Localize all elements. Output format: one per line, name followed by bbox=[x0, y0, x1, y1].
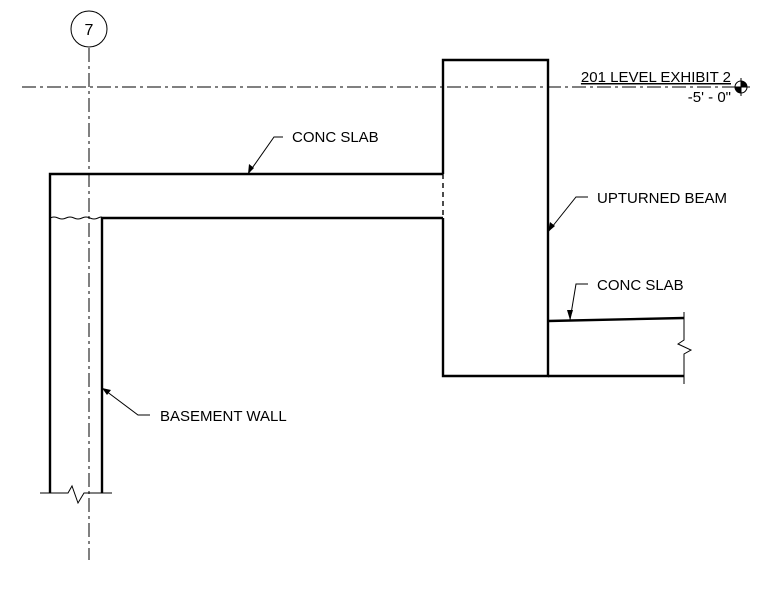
lower-slab bbox=[547, 312, 693, 384]
level-line: 201 LEVEL EXHIBIT 2 -5' - 0" bbox=[22, 69, 750, 106]
grid-bubble bbox=[70, 10, 108, 48]
label-upturned-beam: UPTURNED BEAM bbox=[597, 190, 727, 207]
break-line-slab bbox=[676, 312, 693, 384]
grid-bubble-label: 7 bbox=[85, 22, 94, 39]
label-conc-slab-lower: CONC SLAB bbox=[597, 277, 684, 294]
leader-conc-slab-lower bbox=[567, 283, 588, 321]
level-name: 201 LEVEL EXHIBIT 2 bbox=[581, 69, 731, 86]
upturned-beam bbox=[441, 58, 550, 378]
leader-basement-wall bbox=[101, 387, 150, 416]
leader-conc-slab-upper bbox=[247, 136, 283, 175]
level-target-icon bbox=[732, 78, 750, 96]
break-line-wall bbox=[40, 484, 112, 505]
label-conc-slab-upper: CONC SLAB bbox=[292, 129, 379, 146]
basement-wall-and-slab bbox=[40, 172, 443, 505]
leader-upturned-beam bbox=[547, 196, 588, 233]
label-basement-wall: BASEMENT WALL bbox=[160, 408, 287, 425]
grid-line-7: 7 bbox=[70, 10, 108, 560]
level-elevation: -5' - 0" bbox=[688, 89, 731, 106]
